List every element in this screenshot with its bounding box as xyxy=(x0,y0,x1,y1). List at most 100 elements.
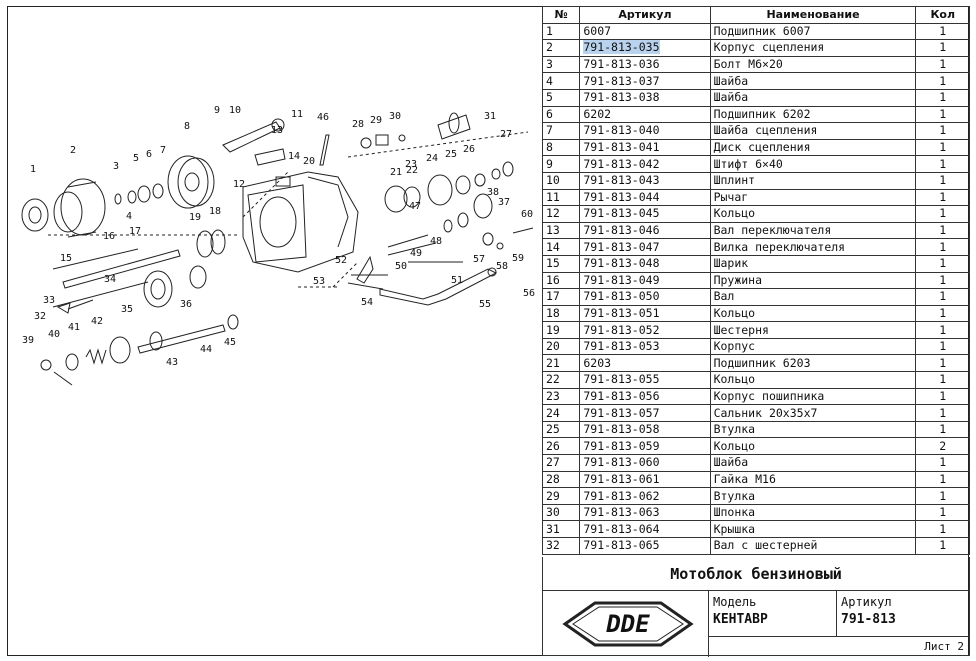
row-number: 10 xyxy=(541,171,581,190)
row-number: 16 xyxy=(541,271,581,290)
row-article: 791-813-055 xyxy=(579,371,711,389)
row-qty: 1 xyxy=(915,105,970,124)
callout-53: 53 xyxy=(313,276,325,287)
logo-text: DDE xyxy=(605,610,650,638)
callout-15: 15 xyxy=(60,253,72,264)
row-article: 791-813-059 xyxy=(579,437,711,456)
row-qty: 1 xyxy=(915,55,970,74)
row-qty: 1 xyxy=(915,537,970,555)
row-name: Шплинт xyxy=(709,171,917,190)
row-name: Подшипник 6203 xyxy=(709,354,917,373)
row-article: 791-813-062 xyxy=(579,487,711,505)
row-article: 791-813-063 xyxy=(579,503,711,522)
row-name: Диск сцепления xyxy=(709,138,917,157)
row-qty: 1 xyxy=(915,188,970,207)
row-article: 791-813-043 xyxy=(579,171,711,190)
row-number: 18 xyxy=(541,304,581,323)
row-number: 31 xyxy=(541,520,581,538)
callout-6: 6 xyxy=(146,149,152,160)
callout-40: 40 xyxy=(48,329,60,340)
row-name: Гайка М16 xyxy=(709,470,917,489)
row-article: 791-813-046 xyxy=(579,221,711,240)
row-qty: 1 xyxy=(915,520,970,538)
row-name: Шайба сцепления xyxy=(709,122,917,140)
row-number: 8 xyxy=(541,138,581,157)
callout-5: 5 xyxy=(133,153,139,164)
row-qty: 1 xyxy=(915,171,970,190)
callout-59: 59 xyxy=(512,253,524,264)
row-number: 19 xyxy=(541,321,581,339)
callout-52: 52 xyxy=(335,255,347,266)
row-name: Вал xyxy=(709,288,917,306)
row-qty: 1 xyxy=(915,304,970,323)
row-article: 791-813-038 xyxy=(579,88,711,107)
row-number: 30 xyxy=(541,503,581,522)
callout-8: 8 xyxy=(184,121,190,132)
row-qty: 1 xyxy=(915,271,970,290)
model-label: Модель xyxy=(713,595,757,609)
row-qty: 1 xyxy=(915,138,970,157)
article-cell: Артикул 791-813 xyxy=(837,591,970,637)
row-article: 791-813-052 xyxy=(579,321,711,339)
callout-35: 35 xyxy=(121,304,133,315)
row-number: 25 xyxy=(541,420,581,439)
row-article: 791-813-065 xyxy=(579,537,711,555)
callout-49: 49 xyxy=(410,248,422,259)
row-number: 14 xyxy=(541,238,581,256)
table-header-row: № Артикул Наименование Кол xyxy=(541,6,970,24)
row-article: 791-813-040 xyxy=(579,122,711,140)
sheet-number: Лист 2 xyxy=(924,640,964,653)
selected-article-highlight: 791-813-035 xyxy=(583,40,660,55)
callout-38: 38 xyxy=(487,187,499,198)
model-cell: Модель КЕНТАВР xyxy=(709,591,837,637)
callout-30: 30 xyxy=(389,111,401,122)
callout-50: 50 xyxy=(395,261,407,272)
row-qty: 1 xyxy=(915,205,970,223)
row-qty: 1 xyxy=(915,254,970,273)
callout-60: 60 xyxy=(521,209,533,220)
row-name: Вилка переключателя xyxy=(709,238,917,256)
callout-55: 55 xyxy=(479,299,491,310)
row-name: Корпус сцепления xyxy=(709,39,917,57)
row-name: Корпус пошипника xyxy=(709,387,917,406)
callout-57: 57 xyxy=(473,254,485,265)
row-article: 791-813-042 xyxy=(579,155,711,173)
callout-18: 18 xyxy=(209,206,221,217)
callout-41: 41 xyxy=(68,322,80,333)
row-number: 26 xyxy=(541,437,581,456)
row-article: 791-813-048 xyxy=(579,254,711,273)
row-name: Кольцо xyxy=(709,304,917,323)
row-number: 32 xyxy=(541,537,581,555)
row-qty: 1 xyxy=(915,337,970,356)
row-qty: 1 xyxy=(915,404,970,422)
row-number: 9 xyxy=(541,155,581,173)
callout-13: 13 xyxy=(271,125,283,136)
row-name: Кольцо xyxy=(709,437,917,456)
row-number: 21 xyxy=(541,354,581,373)
callout-43: 43 xyxy=(166,357,178,368)
row-number: 13 xyxy=(541,221,581,240)
row-name: Шарик xyxy=(709,254,917,273)
row-name: Кольцо xyxy=(709,205,917,223)
row-number: 4 xyxy=(541,72,581,90)
row-article: 791-813-060 xyxy=(579,454,711,472)
row-article: 791-813-058 xyxy=(579,420,711,439)
row-qty: 1 xyxy=(915,221,970,240)
article-value: 791-813 xyxy=(841,612,896,627)
row-article: 791-813-050 xyxy=(579,288,711,306)
row-qty: 1 xyxy=(915,72,970,90)
row-number: 23 xyxy=(541,387,581,406)
row-qty: 1 xyxy=(915,22,970,41)
callout-9: 9 xyxy=(214,105,220,116)
